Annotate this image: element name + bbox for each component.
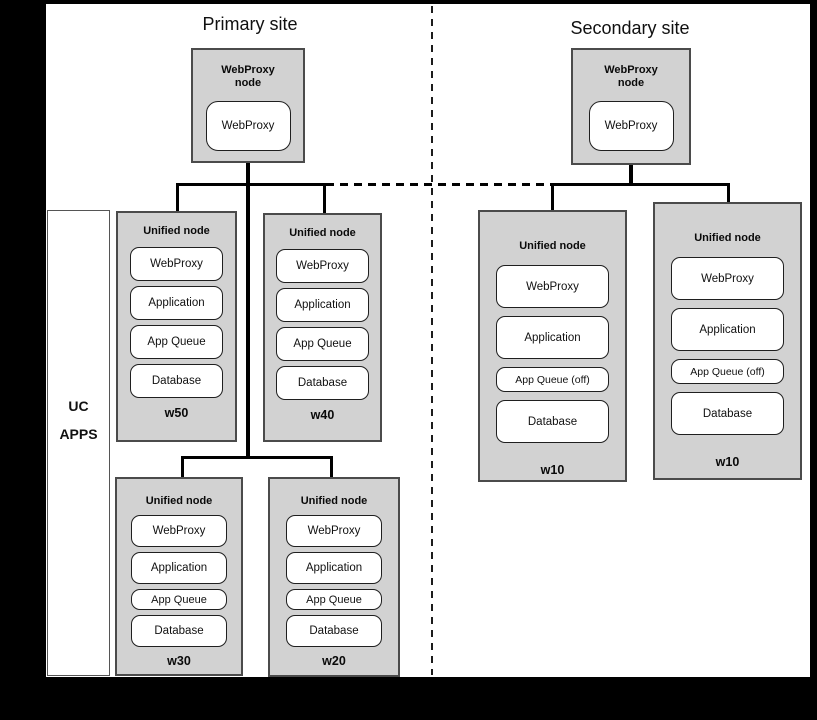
module-webproxy: WebProxy [588, 101, 674, 151]
primary-webproxy-node: WebProxy node WebProxy [191, 48, 305, 163]
unified-node-w50: Unified node WebProxy Application App Qu… [116, 211, 237, 442]
node-title: Unified node [145, 495, 213, 507]
unified-node-w40: Unified node WebProxy Application App Qu… [263, 213, 382, 442]
uc-apps-group-box [47, 210, 110, 676]
uc-apps-label-line1: UC [68, 398, 89, 414]
uc-apps-label-line2: APPS [59, 426, 98, 442]
secondary-webproxy-node: WebProxy node WebProxy [571, 48, 691, 165]
site-boundary-dashed-line [431, 6, 433, 675]
module-application: Application [286, 552, 382, 584]
unified-node-w10-right: Unified node WebProxy Application App Qu… [653, 202, 802, 480]
connector-drop-w20 [330, 456, 333, 478]
module-app-queue-off: App Queue (off) [496, 367, 609, 392]
node-title-line2: node [617, 77, 645, 89]
module-database: Database [130, 364, 223, 398]
node-id-label: w10 [540, 463, 565, 477]
module-application: Application [671, 308, 784, 351]
module-app-queue-off: App Queue (off) [671, 359, 784, 384]
module-application: Application [131, 552, 227, 584]
node-title-line2: node [234, 77, 262, 89]
node-id-label: w10 [715, 455, 740, 469]
primary-site-title: Primary site [202, 14, 298, 34]
module-application: Application [496, 316, 609, 359]
node-title: Unified node [519, 240, 586, 252]
module-webproxy: WebProxy [286, 515, 382, 547]
module-database: Database [286, 615, 382, 647]
module-application: Application [130, 286, 223, 320]
module-webproxy: WebProxy [496, 265, 609, 308]
node-title: Unified node [300, 495, 368, 507]
connector-primary-stem [246, 161, 250, 458]
module-app-queue: App Queue [286, 589, 382, 610]
unified-node-w20: Unified node WebProxy Application App Qu… [268, 477, 400, 677]
module-app-queue: App Queue [130, 325, 223, 359]
connector-drop-secondary-w10-left [551, 183, 554, 211]
node-id-label: w20 [322, 654, 346, 668]
connector-drop-w30 [181, 456, 184, 478]
connector-secondary-branch [551, 183, 730, 186]
node-title: Unified node [289, 227, 356, 239]
node-id-label: w40 [310, 408, 335, 422]
module-webproxy: WebProxy [131, 515, 227, 547]
module-database: Database [496, 400, 609, 443]
connector-drop-secondary-w10-right [727, 183, 730, 203]
connector-secondary-stem [629, 163, 633, 185]
secondary-site-title: Secondary site [570, 18, 690, 38]
connector-primary-bottom-branch [181, 456, 333, 459]
connector-drop-w40 [323, 183, 326, 214]
module-database: Database [131, 615, 227, 647]
module-webproxy: WebProxy [276, 249, 369, 283]
node-title: Unified node [694, 232, 761, 244]
node-title: Unified node [143, 225, 210, 237]
node-title-line1: WebProxy [604, 64, 658, 76]
connector-replication-dashed [326, 183, 551, 186]
connector-primary-top-branch [176, 183, 326, 186]
module-application: Application [276, 288, 369, 322]
module-webproxy: WebProxy [130, 247, 223, 281]
unified-node-w30: Unified node WebProxy Application App Qu… [115, 477, 243, 676]
module-app-queue: App Queue [131, 589, 227, 610]
node-title: WebProxy node [604, 64, 658, 90]
node-title: WebProxy node [221, 64, 275, 90]
module-app-queue: App Queue [276, 327, 369, 361]
module-database: Database [671, 392, 784, 435]
module-database: Database [276, 366, 369, 400]
node-id-label: w50 [164, 406, 189, 420]
node-id-label: w30 [167, 654, 191, 668]
node-title-line1: WebProxy [221, 64, 275, 76]
module-webproxy: WebProxy [205, 101, 291, 151]
unified-node-w10-left: Unified node WebProxy Application App Qu… [478, 210, 627, 482]
connector-drop-w50 [176, 183, 179, 212]
module-webproxy: WebProxy [671, 257, 784, 300]
